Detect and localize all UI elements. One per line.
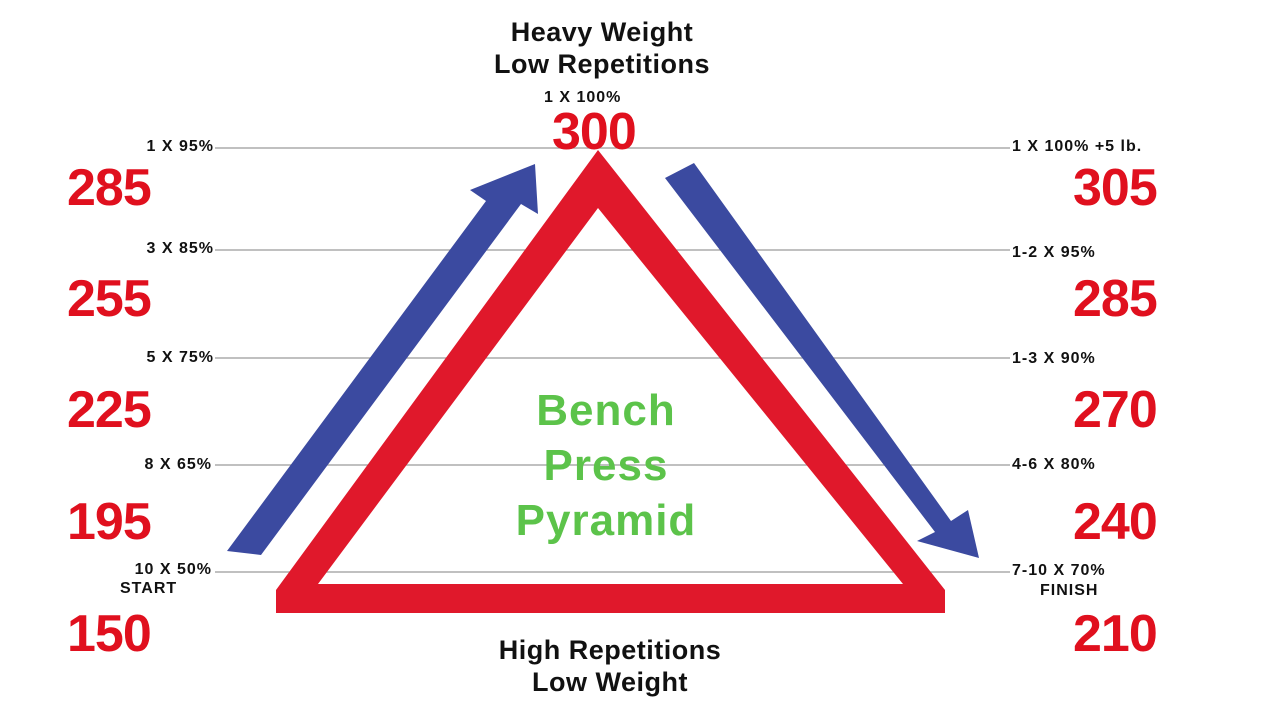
right-step-label-4: 4-6 X 80% xyxy=(1012,456,1096,473)
top-heading-line2: Low Repetitions xyxy=(494,49,710,79)
left-step-value-1: 285 xyxy=(67,159,152,217)
finish-label: FINISH xyxy=(1040,582,1099,599)
pyramid-title-line2: Press xyxy=(543,441,669,490)
pyramid-title: Bench Press Pyramid xyxy=(456,383,756,548)
right-step-value-2: 285 xyxy=(1073,270,1158,328)
right-step-value-3: 270 xyxy=(1073,381,1158,439)
left-step-label-3: 5 X 75% xyxy=(146,349,214,366)
bottom-heading: High Repetitions Low Weight xyxy=(410,634,810,698)
peak-value: 300 xyxy=(552,103,637,161)
bottom-heading-line2: Low Weight xyxy=(532,667,688,697)
top-heading-line1: Heavy Weight xyxy=(510,17,694,47)
bottom-heading-line1: High Repetitions xyxy=(498,635,722,665)
left-step-label-5: 10 X 50% xyxy=(134,561,212,578)
right-step-label-5: 7-10 X 70% xyxy=(1012,562,1106,579)
left-step-label-1: 1 X 95% xyxy=(146,138,214,155)
start-label: START xyxy=(120,580,178,597)
left-step-value-3: 225 xyxy=(67,381,152,439)
pyramid-title-line3: Pyramid xyxy=(515,496,697,545)
guide-lines xyxy=(215,147,1010,573)
left-step-label-4: 8 X 65% xyxy=(144,456,212,473)
ascending-arrow xyxy=(227,164,538,555)
pyramid-title-line1: Bench xyxy=(536,386,676,435)
right-step-label-2: 1-2 X 95% xyxy=(1012,244,1096,261)
left-step-value-2: 255 xyxy=(67,270,152,328)
right-step-value-1: 305 xyxy=(1073,159,1158,217)
left-step-value-4: 195 xyxy=(67,493,152,551)
left-step-label-2: 3 X 85% xyxy=(146,240,214,257)
left-step-value-5: 150 xyxy=(67,605,152,663)
right-step-value-5: 210 xyxy=(1073,605,1158,663)
peak-label: 1 X 100% xyxy=(544,89,622,106)
descending-arrow xyxy=(665,163,979,558)
top-heading: Heavy Weight Low Repetitions xyxy=(402,16,802,80)
right-step-value-4: 240 xyxy=(1073,493,1158,551)
right-step-label-1: 1 X 100% +5 lb. xyxy=(1012,138,1143,155)
right-step-label-3: 1-3 X 90% xyxy=(1012,350,1096,367)
